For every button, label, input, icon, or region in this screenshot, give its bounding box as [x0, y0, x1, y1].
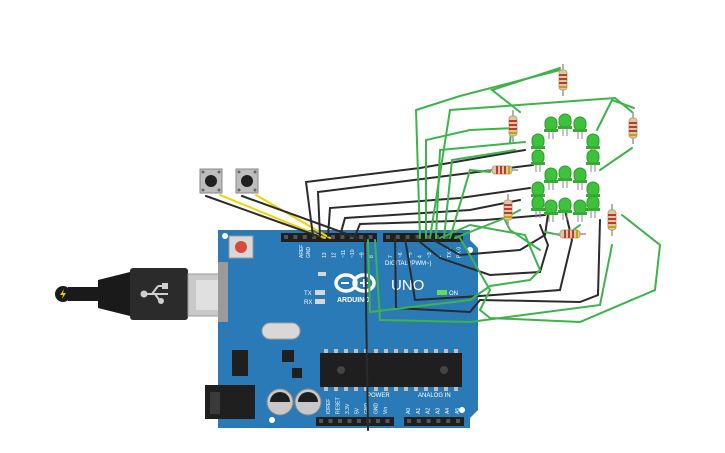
digital-pin-label: 4 [417, 255, 423, 258]
wire-green-10[interactable] [374, 239, 613, 324]
power-pin-label: IOREF [326, 399, 332, 414]
digital-pin-label: RX 0 [457, 247, 463, 258]
digital-pin-label: ~9 [360, 252, 366, 258]
wire-green-12[interactable] [596, 98, 635, 131]
digital-pin-label: 12 [331, 252, 337, 258]
wire-green-6[interactable] [449, 168, 491, 239]
power-pin-label: 5V [355, 407, 361, 414]
power-pin-label: 3.3V [345, 403, 351, 414]
wire-green-9[interactable] [459, 214, 662, 324]
resistor[interactable] [558, 64, 568, 96]
resistor[interactable] [508, 110, 518, 142]
green-led[interactable] [544, 167, 558, 190]
digital-pin-label: 8 [369, 255, 375, 258]
wire-green-8[interactable] [367, 223, 542, 314]
usb-icon [140, 283, 168, 304]
green-led[interactable] [558, 113, 572, 136]
wire-yellow-2[interactable] [255, 194, 331, 239]
capacitors [266, 388, 322, 416]
analog-pin-label: A2 [426, 408, 432, 414]
resistor[interactable] [486, 165, 518, 175]
on-label: ON [449, 291, 458, 297]
wire-black-button-2[interactable] [241, 195, 359, 239]
wire-black-10[interactable] [414, 224, 550, 277]
digital-pin-label: 13 [322, 252, 328, 258]
green-led[interactable] [531, 195, 545, 218]
green-led[interactable] [573, 199, 587, 222]
analog-pin-label: A0 [406, 408, 412, 414]
wire-black-6[interactable] [364, 237, 369, 431]
push-button-1[interactable] [199, 168, 223, 194]
green-led[interactable] [558, 165, 572, 188]
green-led[interactable] [544, 199, 558, 222]
resistor[interactable] [628, 112, 638, 144]
wire-black-4[interactable] [339, 199, 521, 237]
wire-green-13[interactable] [599, 147, 633, 171]
usb-cable[interactable] [55, 268, 233, 320]
analog-pin-label: A3 [435, 408, 441, 414]
resistor[interactable] [607, 204, 617, 236]
tx-rx-indicators: TX RX [304, 290, 325, 306]
digital-pin-label: 2 [437, 255, 443, 258]
wire-green-4[interactable] [435, 141, 526, 239]
wires[interactable] [205, 67, 662, 431]
push-button-2[interactable] [235, 168, 259, 194]
digital-pin-label: ~6 [398, 252, 404, 258]
wire-green-3[interactable] [425, 127, 516, 239]
digital-pin-label: ~5 [408, 252, 414, 258]
analog-label: ANALOG IN [418, 393, 451, 399]
green-led[interactable] [586, 195, 600, 218]
digital-pin-label: ~10 [350, 249, 356, 258]
resistor[interactable] [503, 194, 513, 226]
analog-header[interactable] [404, 417, 464, 426]
gnd-label: GND [306, 247, 312, 259]
rx-label: RX [304, 300, 312, 306]
led-display[interactable] [531, 113, 600, 222]
green-led[interactable] [586, 149, 600, 172]
power-jack [205, 385, 255, 419]
power-pin-label: GND [374, 403, 380, 415]
analog-pin-label: A1 [416, 408, 422, 414]
wire-green-5[interactable] [443, 149, 516, 239]
wire-green-16[interactable] [504, 219, 541, 251]
green-led[interactable] [558, 197, 572, 220]
green-led[interactable] [573, 167, 587, 190]
power-label: POWER [367, 393, 390, 399]
wire-black-3[interactable] [327, 187, 531, 237]
analog-pin-label: A5 [455, 408, 461, 414]
analog-pin-label: A4 [445, 408, 451, 414]
green-led[interactable] [586, 133, 600, 156]
crystal-oscillator [261, 322, 301, 340]
resistor[interactable] [554, 229, 586, 239]
resistors[interactable] [486, 64, 638, 239]
green-led[interactable] [531, 149, 545, 172]
logo-text: ARDUINO [337, 297, 370, 304]
aref-label: AREF [299, 245, 305, 258]
wire-black-1[interactable] [304, 149, 526, 237]
wire-black-9[interactable] [429, 213, 549, 257]
wire-black-button-1[interactable] [205, 195, 319, 237]
power-pin-label: Vin [383, 407, 389, 414]
digital-pin-label: ~3 [427, 252, 433, 258]
reset-button[interactable] [228, 235, 254, 259]
digital-header-right[interactable] [383, 233, 463, 242]
green-led[interactable] [573, 116, 587, 139]
digital-pin-label: 7 [388, 255, 394, 258]
model-label: UNO [391, 277, 424, 294]
atmega-chip [320, 349, 462, 391]
wire-black-5[interactable] [354, 214, 546, 237]
power-header[interactable] [316, 417, 394, 426]
wire-yellow-1[interactable] [219, 194, 326, 239]
tx-label: TX [304, 291, 312, 297]
digital-pin-label: TX 1 [447, 247, 453, 258]
green-led[interactable] [544, 116, 558, 139]
power-pin-label: RESET [336, 397, 342, 414]
digital-pin-label: ~11 [341, 250, 347, 258]
wire-green-11[interactable] [489, 67, 561, 113]
